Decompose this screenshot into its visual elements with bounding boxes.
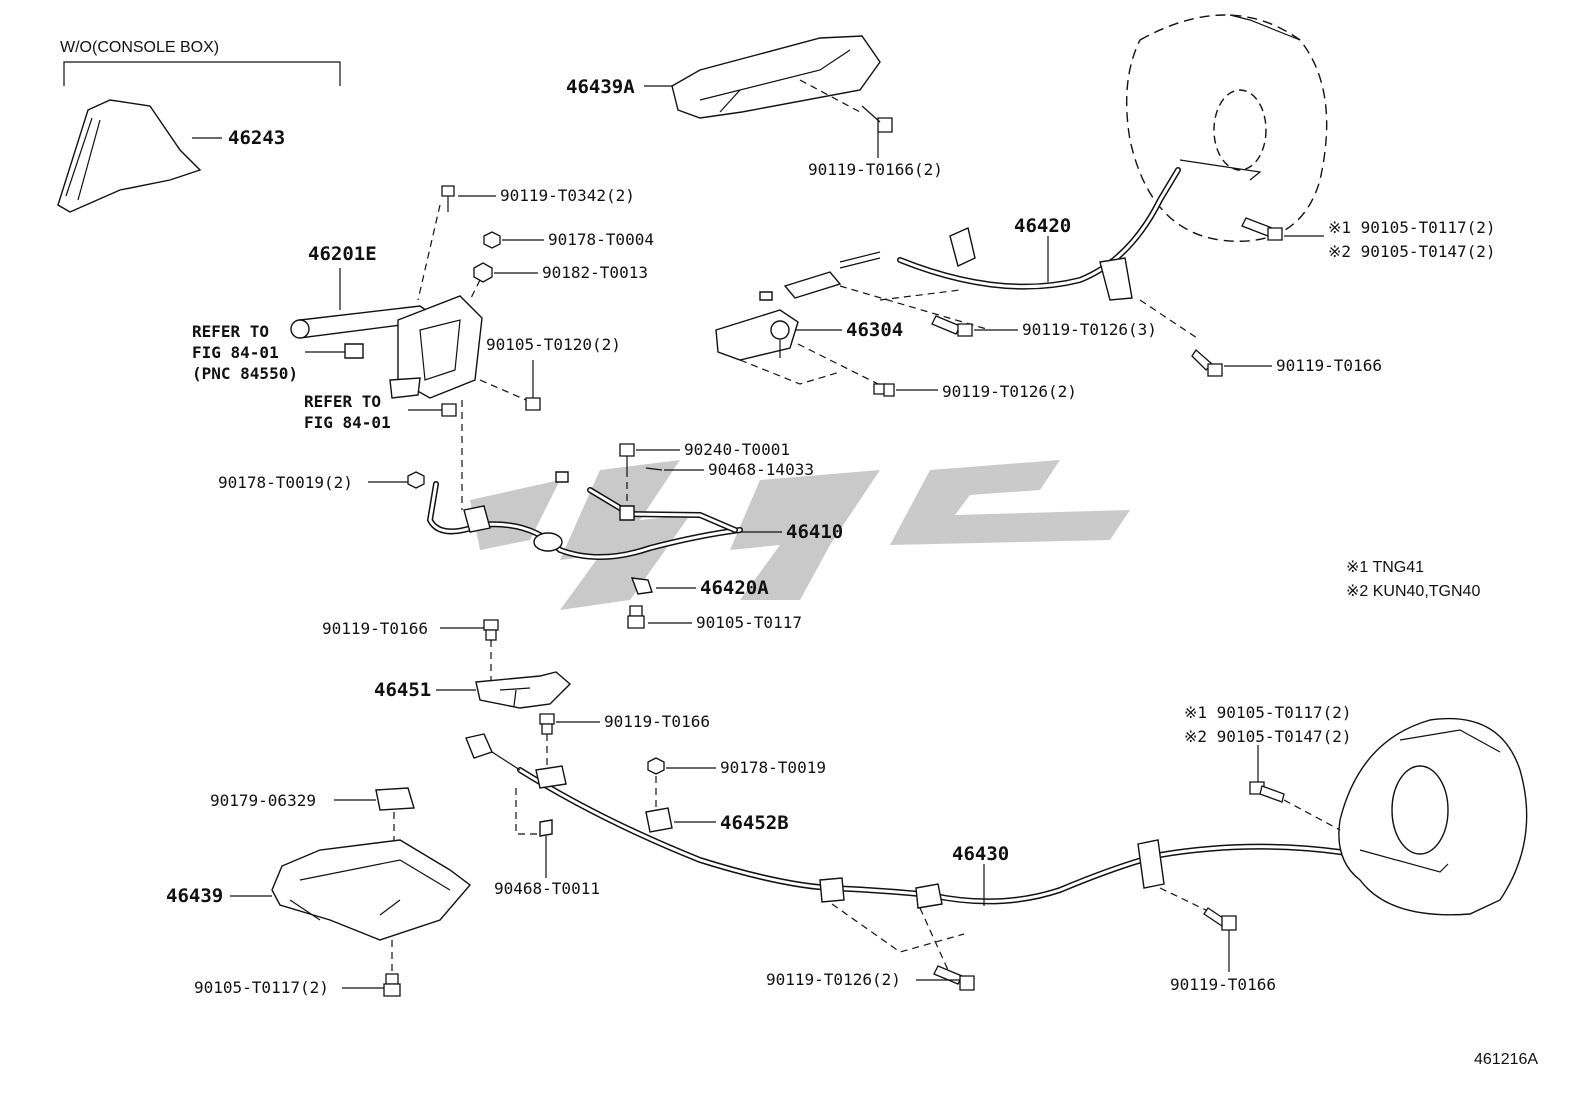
bolt-90119-T0166-upper: 90119-T0166(2) xyxy=(808,105,943,179)
bolt-90119-T0166-46451: 90119-T0166 xyxy=(322,619,499,680)
fastener-label: 90119-T0166(2) xyxy=(808,160,943,179)
variant-label: W/O(CONSOLE BOX) xyxy=(60,39,219,56)
reference-fig-84-01-a: REFER TO FIG 84-01 (PNC 84550) xyxy=(192,322,364,383)
legend-item: ※2 KUN40,TGN40 xyxy=(1346,583,1480,600)
bracket-46451: 46451 xyxy=(374,671,572,709)
fastener-label: ※1 90105-T0117(2) xyxy=(1328,218,1496,237)
fastener-label: 90105-T0120(2) xyxy=(486,335,621,354)
bolt-90119-T0166-cable: 90119-T0166 xyxy=(539,712,710,770)
part-label: 46439A xyxy=(566,76,635,98)
fastener-label: 90105-T0117 xyxy=(696,613,802,632)
bolt-90119-T0166-lower: 90119-T0166 xyxy=(1170,907,1276,994)
fastener-label: 90119-T0126(2) xyxy=(942,382,1077,401)
equalizer-46304: 46304 xyxy=(715,309,903,386)
clamp-46420A: 46420A xyxy=(630,577,769,599)
fastener-label: 90119-T0166 xyxy=(1276,356,1382,375)
legend: ※1 TNG41 ※2 KUN40,TGN40 xyxy=(1346,559,1480,600)
clamp-46452B: 46452B xyxy=(645,807,789,834)
bolt-90119-T0126-3: 90119-T0126(3) xyxy=(931,315,1157,339)
fastener-label: ※1 90105-T0117(2) xyxy=(1184,703,1352,722)
reference-text: REFER TO xyxy=(304,392,381,411)
part-label: 46439 xyxy=(166,885,223,907)
cable-46410: 46410 xyxy=(426,471,843,560)
fastener-label: 90119-T0166 xyxy=(322,619,428,638)
fastener-label: 90240-T0001 xyxy=(684,440,790,459)
brake-backing-plate-upper xyxy=(1125,14,1328,242)
fastener-label: 90119-T0342(2) xyxy=(500,186,635,205)
pin-90240-T0001: 90240-T0001 xyxy=(619,440,790,470)
part-label: 46451 xyxy=(374,679,431,701)
fastener-label: 90178-T0019(2) xyxy=(218,473,353,492)
fastener-label: 90178-T0019 xyxy=(720,758,826,777)
bolt-90105-T0117-cover: 90105-T0117(2) xyxy=(194,973,401,997)
cover-46439: 46439 xyxy=(166,839,472,972)
nut-90179-06329: 90179-06329 xyxy=(210,787,415,848)
reference-text: FIG 84-01 xyxy=(192,343,279,362)
nut-90178-T0019: 90178-T0019 xyxy=(647,757,826,810)
cover-46439A: 46439A xyxy=(566,35,881,119)
part-label: 46304 xyxy=(846,319,903,341)
fastener-label: 90178-T0004 xyxy=(548,230,654,249)
fastener-label: 90119-T0126(2) xyxy=(766,970,901,989)
part-label: 46430 xyxy=(952,843,1009,865)
parking-brake-lever-46201E: 46201E xyxy=(290,204,483,510)
nut-90178-T0004: 90178-T0004 xyxy=(483,230,654,249)
nut-90182-T0013: 90182-T0013 xyxy=(473,262,648,283)
bolt-90105-T0117-upper: ※1 90105-T0117(2) ※2 90105-T0147(2) xyxy=(1241,217,1496,261)
part-label: 46410 xyxy=(786,521,843,543)
bolt-90105-T0120: 90105-T0120(2) xyxy=(479,335,621,411)
clip-90468-T0011: 90468-T0011 xyxy=(494,788,600,898)
bolt-90119-T0342: 90119-T0342(2) xyxy=(441,185,635,212)
bolt-90119-T0166-right: 90119-T0166 xyxy=(1191,349,1382,377)
variant-header: W/O(CONSOLE BOX) xyxy=(60,39,341,86)
reference-text: (PNC 84550) xyxy=(192,364,298,383)
brand-watermark xyxy=(470,460,1130,610)
fastener-label: 90105-T0117(2) xyxy=(194,978,329,997)
lever-boot-46243: 46243 xyxy=(57,99,285,213)
bolt-90119-T0126-2-upper: 90119-T0126(2) xyxy=(873,382,1077,401)
legend-item: ※1 TNG41 xyxy=(1346,559,1424,576)
part-label: 46420A xyxy=(700,577,769,599)
bolt-90119-T0126-2-lower: 90119-T0126(2) xyxy=(766,965,975,991)
part-label: 46243 xyxy=(228,127,285,149)
clip-90468-14033: 90468-14033 xyxy=(626,460,814,506)
reference-text: REFER TO xyxy=(192,322,269,341)
reference-text: FIG 84-01 xyxy=(304,413,391,432)
fastener-label: ※2 90105-T0147(2) xyxy=(1328,242,1496,261)
fastener-label: 90179-06329 xyxy=(210,791,316,810)
fastener-label: 90119-T0126(3) xyxy=(1022,320,1157,339)
bolt-90105-T0117-lower: ※1 90105-T0117(2) ※2 90105-T0147(2) xyxy=(1184,703,1352,831)
fastener-label: 90119-T0166 xyxy=(1170,975,1276,994)
fastener-label: 90182-T0013 xyxy=(542,263,648,282)
fastener-label: 90119-T0166 xyxy=(604,712,710,731)
cable-46430: 46430 xyxy=(465,733,1443,971)
part-label: 46452B xyxy=(720,812,789,834)
reference-fig-84-01-b: REFER TO FIG 84-01 xyxy=(304,392,457,432)
fastener-label: ※2 90105-T0147(2) xyxy=(1184,727,1352,746)
fastener-label: 90468-T0011 xyxy=(494,879,600,898)
figure-code: 461216A xyxy=(1474,1051,1538,1068)
part-label: 46201E xyxy=(308,243,377,265)
nut-90178-T0019-2: 90178-T0019(2) xyxy=(218,471,425,492)
brake-backing-plate-lower xyxy=(1338,717,1528,916)
fastener-label: 90468-14033 xyxy=(708,460,814,479)
part-label: 46420 xyxy=(1014,215,1071,237)
cable-46420: 46420 xyxy=(759,167,1201,341)
bolt-90105-T0117-mid: 90105-T0117 xyxy=(627,605,802,632)
